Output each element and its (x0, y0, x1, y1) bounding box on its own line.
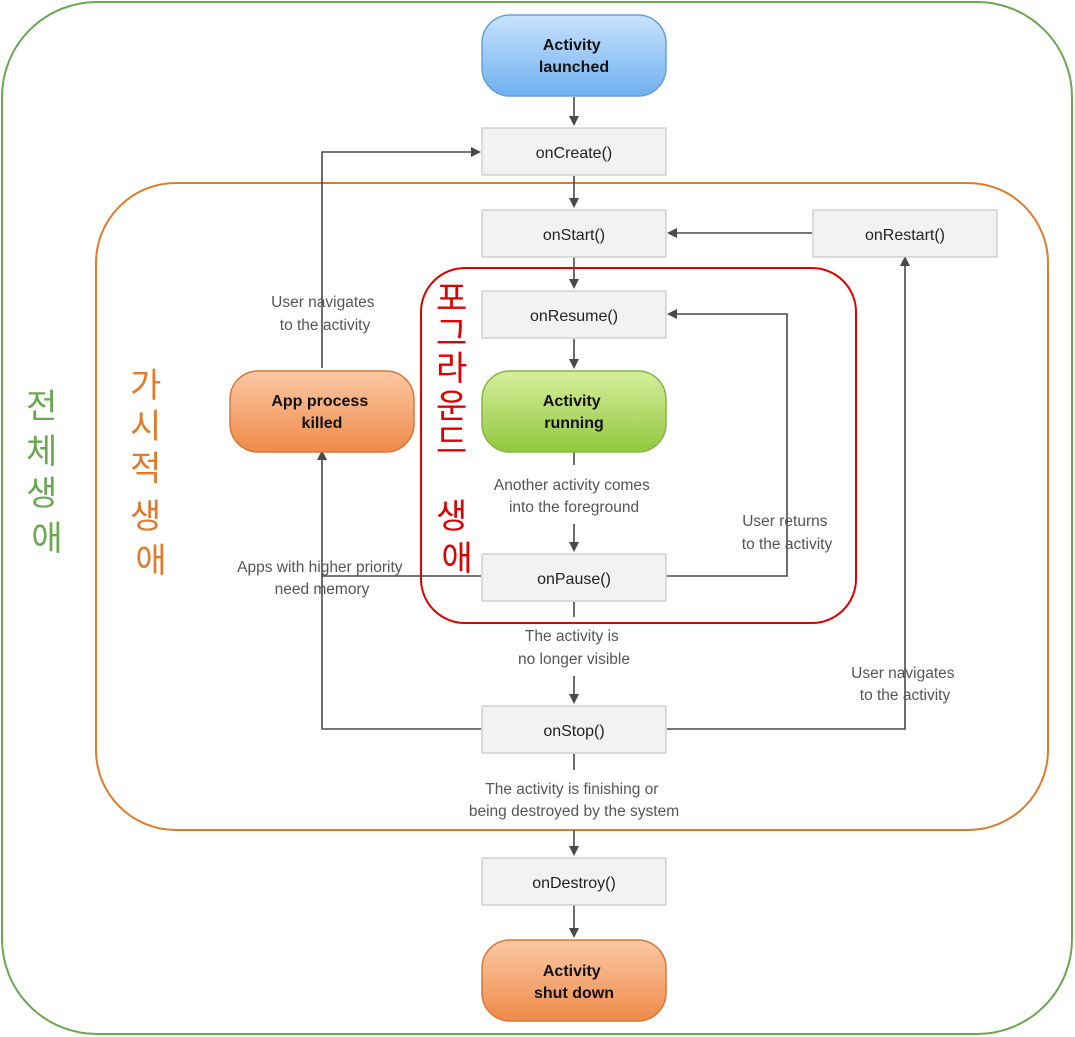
note-user-navigates-right: User navigates to the activity (851, 665, 959, 704)
svg-text:Activity launched: Activity launched (539, 37, 609, 76)
svg-text:onPause(): onPause() (537, 571, 611, 588)
note-user-returns: User returns to the activity (742, 513, 833, 553)
arrow-stop-to-killed (321, 576, 481, 730)
arrow-stop-to-restart (667, 256, 910, 730)
callback-on-restart: onRestart() (812, 209, 998, 258)
svg-text:onDestroy(): onDestroy() (532, 875, 616, 892)
callback-on-resume: onResume() (481, 290, 667, 339)
callback-on-destroy: onDestroy() (481, 857, 667, 906)
svg-text:onStop(): onStop() (543, 723, 604, 740)
arrow-pause-to-resume (667, 309, 788, 577)
callback-on-pause: onPause() (481, 553, 667, 602)
svg-text:Activity shut down: Activity shut down (534, 963, 614, 1002)
callback-on-start: onStart() (481, 209, 667, 258)
visible-lifetime-label: 가 시 적 생 애 (130, 366, 172, 581)
entire-lifetime-label: 전 체 생 애 (26, 387, 68, 559)
note-user-navigates-left: User navigates to the activity (271, 294, 379, 334)
svg-text:onRestart(): onRestart() (865, 227, 945, 244)
svg-text:onCreate(): onCreate() (536, 145, 612, 162)
foreground-lifetime-label: 포 그 라 운 드 생 애 (436, 279, 478, 579)
note-another-activity: Another activity comes into the foregrou… (494, 477, 654, 516)
visible-lifetime-region (95, 182, 1049, 831)
note-no-longer-visible: The activity is no longer visible (518, 628, 630, 668)
svg-text:App process killed: App process killed (271, 393, 372, 432)
svg-text:onResume(): onResume() (530, 308, 618, 325)
note-apps-higher-priority: Apps with higher priority need memory (237, 559, 407, 598)
connectors (317, 97, 910, 938)
state-activity-launched: Activity launched (481, 14, 667, 97)
state-activity-shut-down: Activity shut down (481, 939, 667, 1022)
svg-text:onStart(): onStart() (543, 227, 605, 244)
foreground-lifetime-region (420, 267, 857, 624)
callback-on-create: onCreate() (481, 127, 667, 176)
svg-text:Activity running: Activity running (543, 393, 605, 432)
note-activity-finishing: The activity is finishing or being destr… (469, 781, 679, 820)
callback-on-stop: onStop() (481, 705, 667, 754)
state-activity-running: Activity running (481, 370, 667, 453)
state-app-process-killed: App process killed (229, 370, 415, 453)
arrow-killed-to-create (321, 147, 481, 368)
